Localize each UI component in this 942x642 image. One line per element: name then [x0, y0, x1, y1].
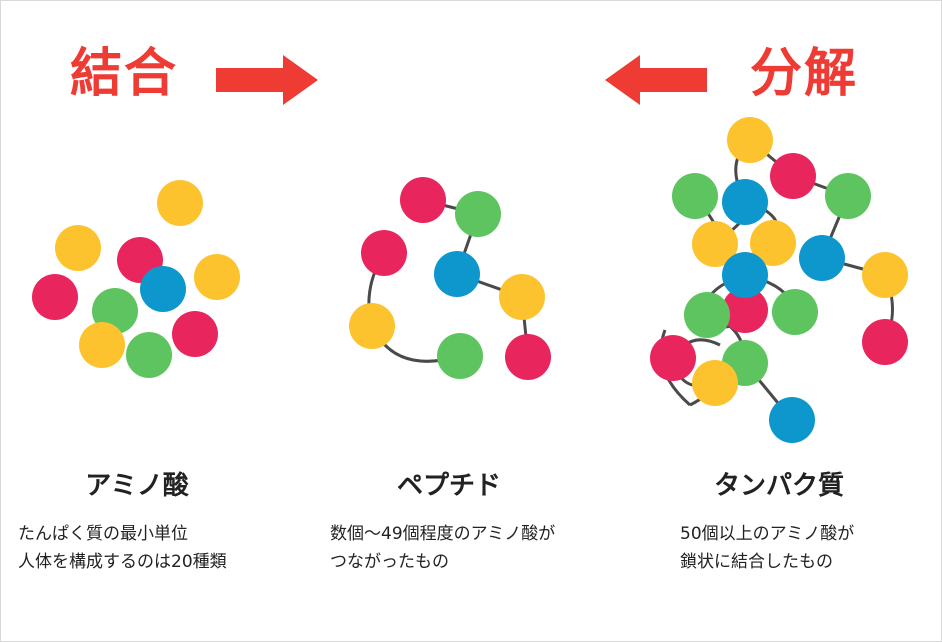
amino-acid-ball	[692, 360, 738, 406]
description-line: つながったもの	[330, 552, 449, 572]
amino-acid-ball	[772, 289, 818, 335]
amino-acid-title: アミノ酸	[85, 471, 189, 501]
arrow-right-icon	[216, 55, 318, 105]
amino-acid-ball	[750, 220, 796, 266]
protein-chain	[650, 117, 908, 443]
amino-acid-ball	[172, 311, 218, 357]
amino-acid-ball	[55, 225, 101, 271]
peptide-chain	[349, 177, 551, 380]
amino-acid-ball	[455, 191, 501, 237]
amino-acid-ball	[770, 153, 816, 199]
amino-acid-ball	[722, 179, 768, 225]
amino-acid-ball	[650, 335, 696, 381]
amino-acid-ball	[505, 334, 551, 380]
amino-acid-ball	[862, 319, 908, 365]
description-line: 鎖状に結合したもの	[680, 552, 833, 572]
protein-title: タンパク質	[713, 471, 844, 501]
amino-acid-ball	[722, 252, 768, 298]
amino-acid-ball	[434, 251, 480, 297]
amino-acid-ball	[400, 177, 446, 223]
amino-acid-ball	[32, 274, 78, 320]
amino-acid-ball	[349, 303, 395, 349]
amino-acid-ball	[361, 230, 407, 276]
amino-acid-ball	[437, 333, 483, 379]
arrow-left-icon	[605, 55, 707, 105]
amino-acid-ball	[79, 322, 125, 368]
peptide-description: 数個～49個程度のアミノ酸が つながったもの	[330, 520, 555, 576]
bind-label: 結合	[70, 44, 179, 104]
peptide-title: ペプチド	[396, 471, 501, 501]
amino-acid-ball	[769, 397, 815, 443]
amino-acid-ball	[672, 173, 718, 219]
amino-acid-ball	[862, 252, 908, 298]
decompose-label: 分解	[750, 44, 859, 104]
amino-acid-ball	[499, 274, 545, 320]
amino-acid-ball	[157, 180, 203, 226]
amino-acid-ball	[722, 287, 768, 333]
protein-description: 50個以上のアミノ酸が 鎖状に結合したもの	[680, 520, 854, 576]
amino-acid-ball	[799, 235, 845, 281]
amino-acid-ball	[194, 254, 240, 300]
amino-acid-ball	[825, 173, 871, 219]
amino-acid-description: たんぱく質の最小単位 人体を構成するのは20種類	[18, 520, 227, 576]
amino-acid-ball	[140, 266, 186, 312]
description-line: 50個以上のアミノ酸が	[680, 524, 855, 544]
amino-acid-cluster	[32, 180, 240, 378]
amino-acid-ball	[126, 332, 172, 378]
description-line: 数個～49個程度のアミノ酸が	[330, 524, 556, 544]
amino-acid-ball	[684, 292, 730, 338]
description-line: 人体を構成するのは20種類	[18, 552, 227, 572]
amino-acid-ball	[727, 117, 773, 163]
amino-acid-ball	[692, 221, 738, 267]
description-line: たんぱく質の最小単位	[18, 524, 188, 544]
